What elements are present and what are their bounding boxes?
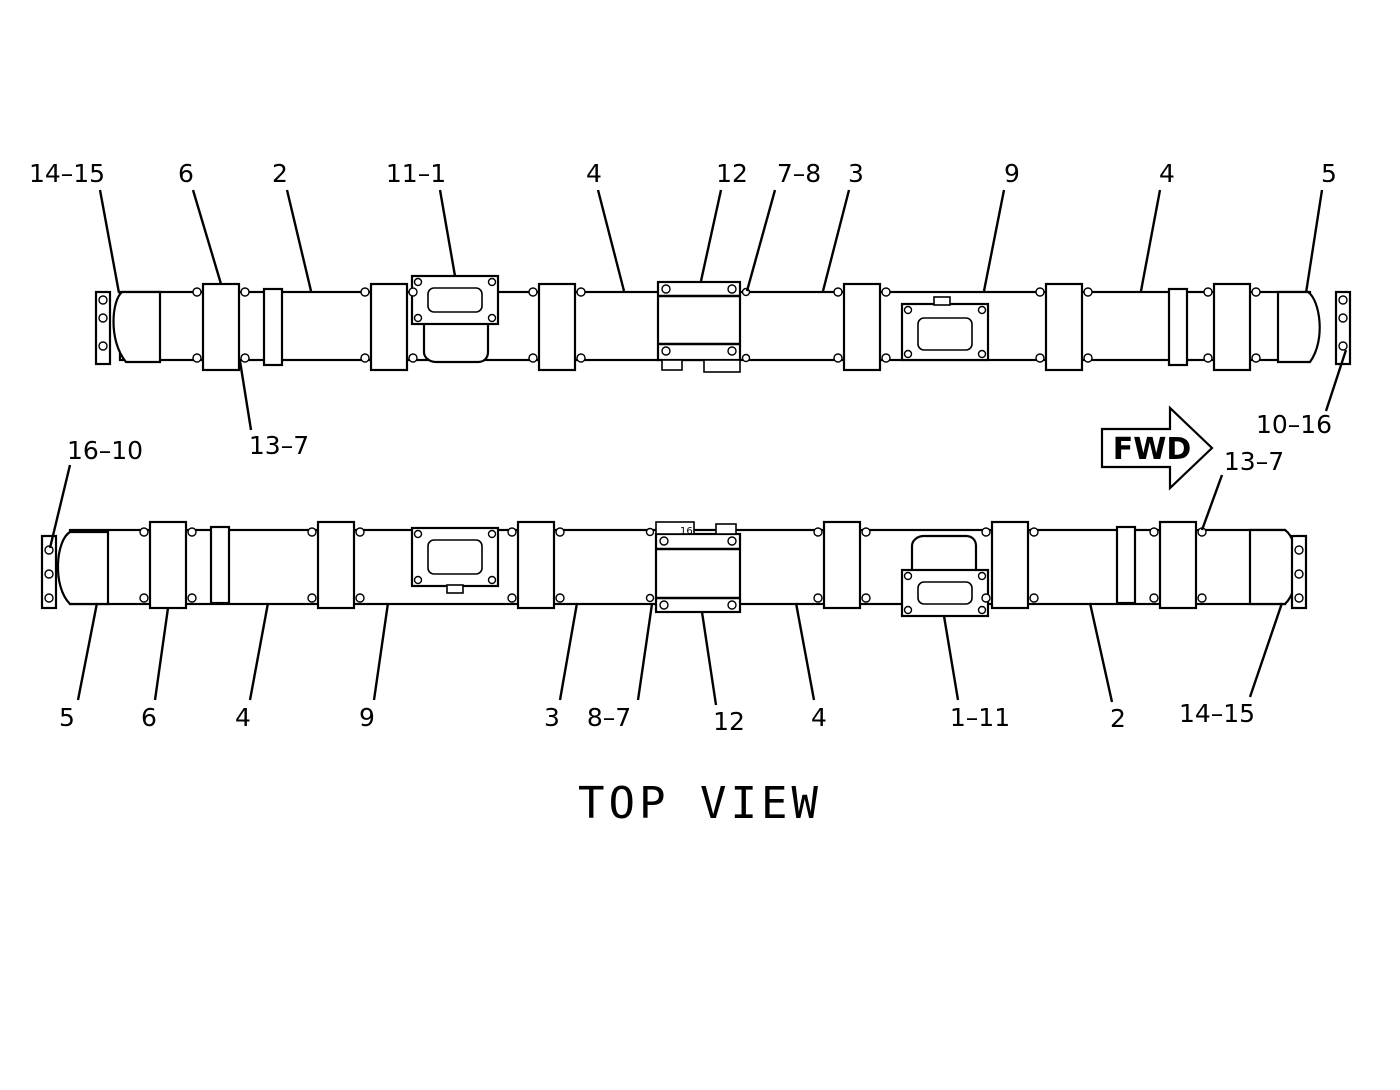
lower-leader-lines xyxy=(48,464,1284,706)
callout-16-10: 16–10 xyxy=(67,436,143,465)
callout-3: 3 xyxy=(544,703,560,732)
callout-4: 4 xyxy=(235,703,251,732)
callout-5: 5 xyxy=(59,703,75,732)
upper-callout-labels: 14–15 6 2 11–1 4 12 7–8 3 9 4 5 13–7 10–… xyxy=(29,159,1337,460)
upper-manifold-assembly xyxy=(94,189,1352,431)
fwd-direction-arrow: FWD xyxy=(1100,405,1214,491)
fwd-arrow-label: FWD xyxy=(1113,432,1192,467)
upper-bolts xyxy=(98,277,1348,363)
clamp-small-marking: 16 xyxy=(680,526,693,537)
callout-5: 5 xyxy=(1321,159,1337,188)
callout-6: 6 xyxy=(178,159,194,188)
lower-callout-labels: 16–10 13–7 5 6 4 9 3 8–7 12 4 1–11 2 14–… xyxy=(59,436,1284,736)
callout-13-7: 13–7 xyxy=(249,431,309,460)
callout-12: 12 xyxy=(713,707,745,736)
callout-14-15: 14–15 xyxy=(29,159,105,188)
callout-4: 4 xyxy=(1159,159,1175,188)
callout-8-7: 8–7 xyxy=(587,703,631,732)
view-title: TOP VIEW xyxy=(578,778,822,829)
lower-bolts xyxy=(44,527,1304,615)
callout-10-16: 10–16 xyxy=(1256,410,1332,439)
callout-7-8: 7–8 xyxy=(777,159,821,188)
callout-13-7: 13–7 xyxy=(1224,447,1284,476)
callout-2: 2 xyxy=(1110,704,1126,733)
callout-4: 4 xyxy=(811,703,827,732)
callout-9: 9 xyxy=(1004,159,1020,188)
callout-12: 12 xyxy=(716,159,748,188)
lower-manifold-assembly: 16 xyxy=(40,464,1308,706)
callout-14-15: 14–15 xyxy=(1179,699,1255,728)
callout-11-1: 11–1 xyxy=(386,159,446,188)
upper-leader-lines xyxy=(98,189,1348,431)
callout-2: 2 xyxy=(272,159,288,188)
callout-6: 6 xyxy=(141,703,157,732)
callout-9: 9 xyxy=(359,703,375,732)
callout-3: 3 xyxy=(848,159,864,188)
callout-4: 4 xyxy=(586,159,602,188)
callout-1-11: 1–11 xyxy=(950,703,1010,732)
